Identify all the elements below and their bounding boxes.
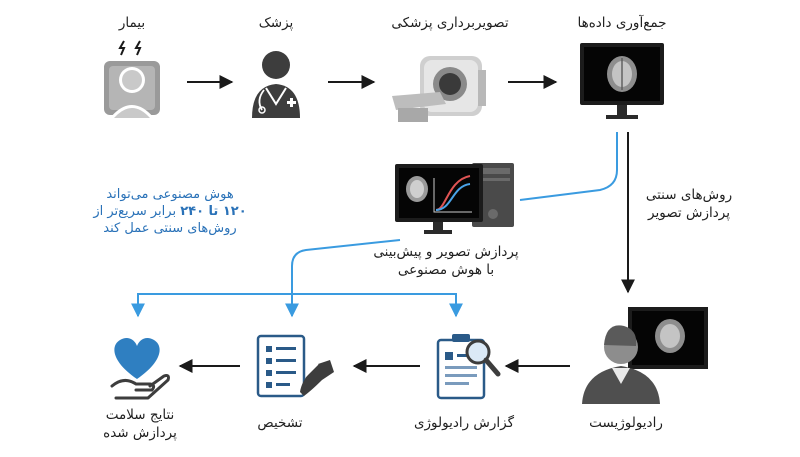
ai-speed-highlight: ۱۲۰ تا ۲۴۰ [180,204,247,219]
doctor-label: پزشک [258,15,294,31]
blue-arrow-ai-to-diagnosis [285,239,401,318]
health-results-label: نتایج سلامت پردازش شده [80,406,200,442]
diagnosis-label: تشخیص [257,415,303,431]
radiologist-icon [582,307,708,404]
radiology-report-icon [436,334,501,400]
heart-hand-icon [110,337,170,400]
blue-arrows [131,132,618,318]
blue-arrow-to-report [292,293,463,318]
data-collection-label: جمع‌آوری داده‌ها [577,15,667,31]
ai-workstation-icon [395,163,514,234]
report-label: گزارش رادیولوژی [413,415,515,431]
traditional-label: روش‌های سنتی پردازش تصویر [634,186,744,222]
health-results-line-1: نتایج سلامت [105,407,175,423]
patient-label: بیمار [118,15,146,31]
ai-processing-line-1: پردازش تصویر و پیش‌بینی [373,244,519,260]
health-results-line-2: پردازش شده [103,425,177,441]
ai-speed-note: هوش مصنوعی می‌تواند ۱۲۰ تا ۲۴۰ برابر سری… [70,186,270,237]
blue-arrow-to-results [131,293,292,318]
ai-processing-label: پردازش تصویر و پیش‌بینی با هوش مصنوعی [356,243,536,279]
ai-speed-note-line-1: هوش مصنوعی می‌تواند [106,187,234,202]
ai-speed-note-line-3: روش‌های سنتی عمل کند [103,221,237,236]
traditional-line-2: پردازش تصویر [648,205,730,221]
imaging-label: تصویربرداری پزشکی [391,15,509,31]
data-monitor-icon [580,43,664,119]
blue-line-data-to-ai [519,132,618,201]
doctor-icon [252,51,300,118]
ai-speed-note-line-2: ۱۲۰ تا ۲۴۰ برابر سریع‌تر از [93,204,247,219]
ai-processing-line-2: با هوش مصنوعی [397,262,495,278]
traditional-line-1: روش‌های سنتی [645,187,733,203]
radiologist-label: رادیولوژیست [589,415,663,431]
diagnosis-checklist-icon [256,334,334,398]
black-arrows [178,75,635,373]
mri-scanner-icon [392,56,486,122]
patient-icon [104,40,160,118]
